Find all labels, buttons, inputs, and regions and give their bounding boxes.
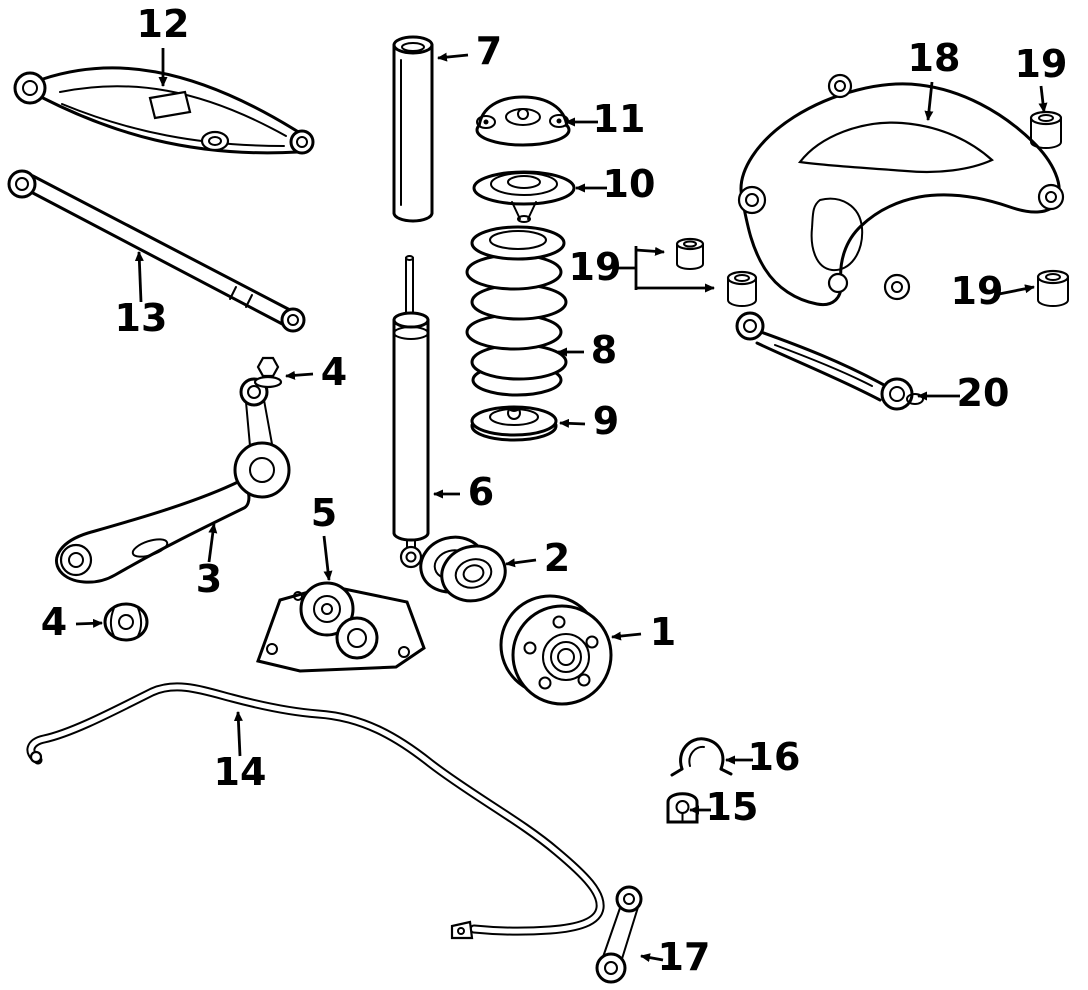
shock-dust-tube-drawing — [392, 35, 434, 223]
lower-spring-pad-drawing — [470, 405, 558, 442]
callout-8: 8 — [591, 328, 617, 372]
upper-spring-pad-drawing — [472, 170, 576, 223]
stabilizer-bar-drawing — [26, 682, 605, 940]
track-rod-drawing — [7, 169, 306, 333]
wheel-bearing-drawing — [419, 535, 507, 603]
rear-subframe-drawing — [737, 73, 1065, 307]
callout-17: 17 — [658, 935, 711, 979]
subframe-bushing-right-drawing — [1036, 269, 1070, 307]
callout-20: 20 — [957, 371, 1010, 415]
bushing-upper-drawing — [253, 356, 283, 389]
callout-4-upper: 4 — [321, 350, 347, 394]
shock-absorber-drawing — [392, 255, 430, 569]
callout-3: 3 — [196, 557, 222, 601]
callout-10: 10 — [603, 162, 656, 206]
callout-12: 12 — [137, 2, 190, 46]
camber-arm-drawing — [735, 311, 924, 411]
callout-13: 13 — [115, 296, 168, 340]
upper-strut-mount-drawing — [475, 95, 571, 147]
stabilizer-clamp-drawing — [670, 737, 733, 777]
callout-labels: 12 7 18 19 11 10 19 19 13 8 4 9 20 6 5 2… — [41, 2, 1068, 979]
callout-5: 5 — [311, 491, 337, 535]
callout-2: 2 — [544, 536, 570, 580]
callout-11: 11 — [593, 97, 646, 141]
subframe-bushing-middle-b-drawing — [726, 270, 758, 307]
callout-15: 15 — [706, 785, 759, 829]
subframe-bushing-middle-a-drawing — [675, 237, 705, 270]
trailing-arm-drawing — [55, 377, 291, 584]
callout-7: 7 — [476, 29, 502, 73]
support-bracket-drawing — [256, 581, 426, 673]
bushing-lower-drawing — [103, 602, 149, 642]
stabilizer-link-drawing — [595, 885, 643, 984]
callout-9: 9 — [593, 399, 619, 443]
callout-19-right: 19 — [951, 269, 1004, 313]
stabilizer-bushing-drawing — [666, 792, 699, 824]
callout-14: 14 — [214, 750, 267, 794]
callout-18: 18 — [908, 36, 961, 80]
coil-spring-drawing — [465, 225, 568, 397]
callout-1: 1 — [650, 610, 676, 654]
wheel-hub-drawing — [499, 594, 613, 706]
callout-19-top-right: 19 — [1015, 42, 1068, 86]
upper-control-arm-drawing — [13, 66, 315, 155]
callout-6: 6 — [468, 470, 494, 514]
callout-4-lower: 4 — [41, 600, 67, 644]
callout-16: 16 — [748, 735, 801, 779]
callout-19-middle: 19 — [569, 245, 622, 289]
leader-lines — [75, 48, 1048, 963]
